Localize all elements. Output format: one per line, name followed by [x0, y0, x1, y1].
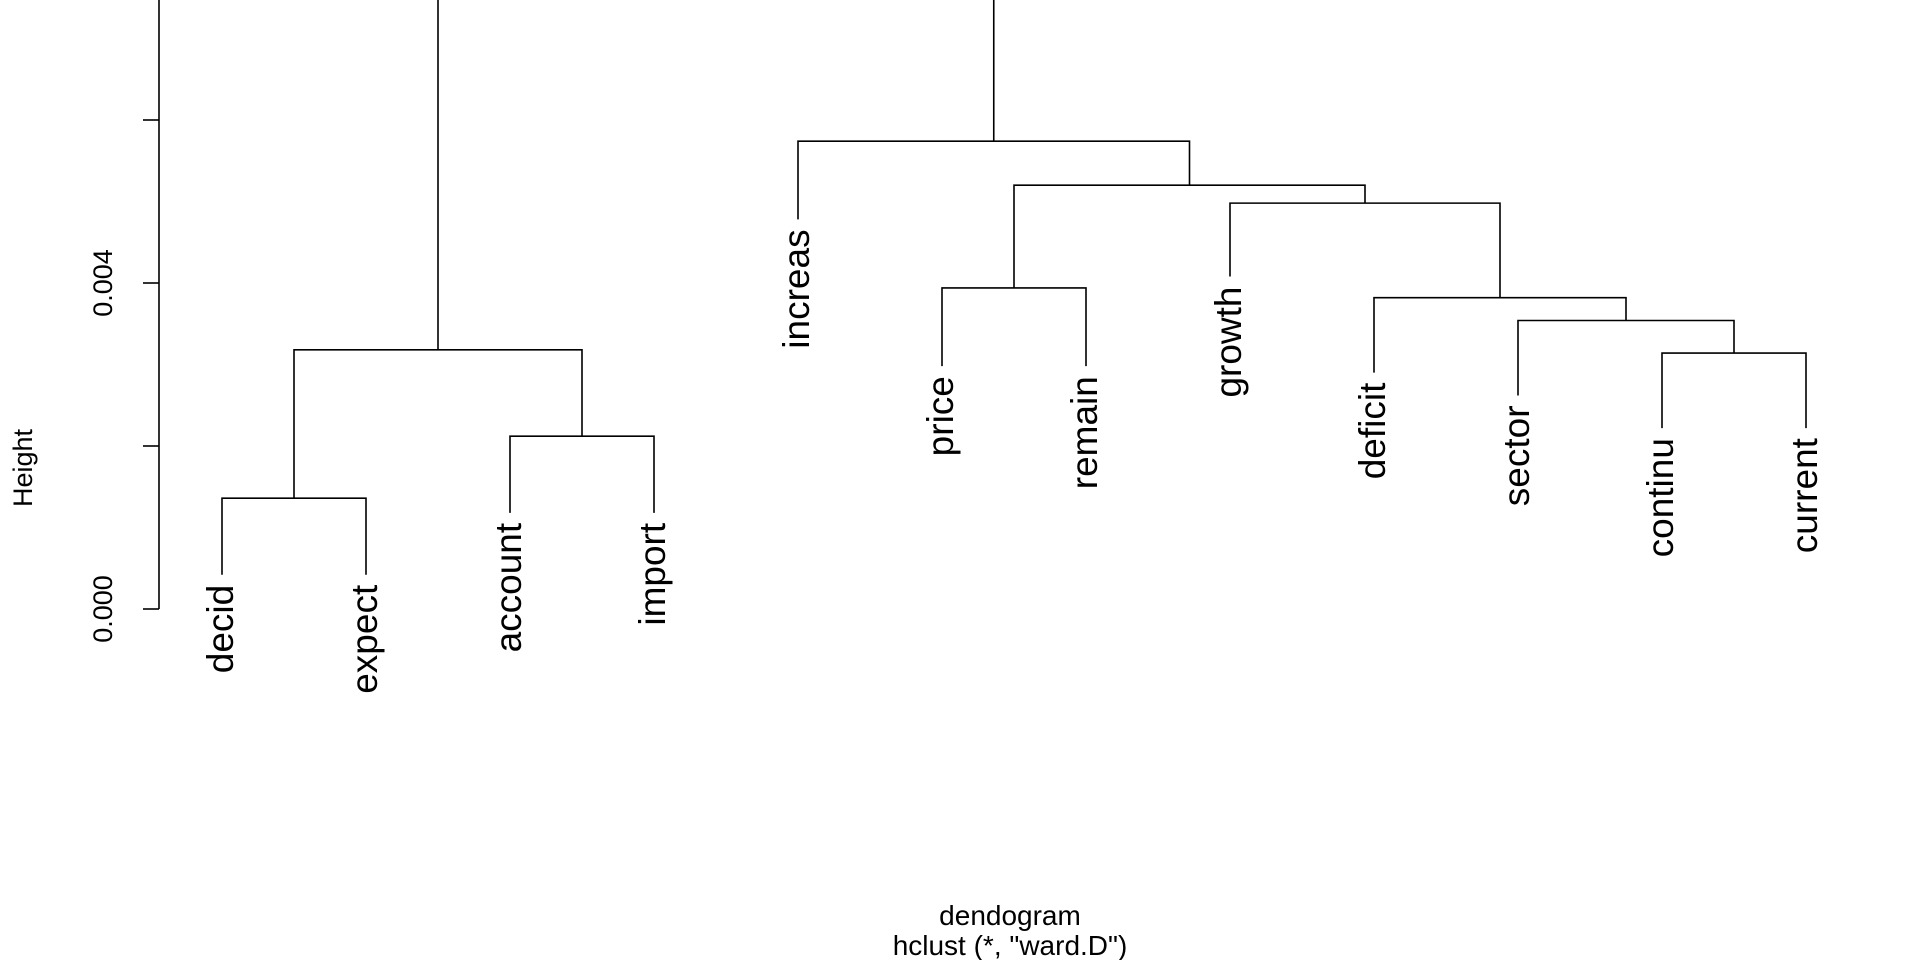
merge-branch [1661, 352, 1807, 429]
leaf-label: import [632, 522, 673, 626]
leaf-label: current [1784, 437, 1825, 553]
y-axis-title: Height [8, 428, 38, 507]
leaf-label: price [920, 376, 961, 456]
leaf-label: deficit [1352, 382, 1393, 479]
leaf-label: growth [1208, 286, 1249, 397]
merge-branch [509, 435, 655, 513]
merge-branch [293, 349, 583, 499]
merge-branch [1517, 319, 1735, 396]
leaf-label: continu [1640, 438, 1681, 557]
leaf-label: remain [1064, 376, 1105, 489]
leaf-labels: decid expect account import increas price rema… [200, 229, 1825, 693]
merge-branch [437, 0, 995, 350]
merge-branch [1229, 202, 1501, 298]
dendrogram-branches [221, 0, 1807, 575]
y-tick-label: 0.004 [88, 249, 118, 317]
merge-branch [1013, 184, 1366, 288]
leaf-label: account [488, 522, 529, 652]
leaf-label: sector [1496, 405, 1537, 506]
merge-branch [221, 497, 367, 575]
chart-subtitle: hclust (*, "ward.D") [893, 930, 1128, 960]
y-tick-label: 0.000 [88, 575, 118, 643]
merge-branch [1373, 296, 1627, 373]
x-axis-title: dendogram [939, 900, 1081, 931]
leaf-label: expect [344, 584, 385, 694]
merge-branch [941, 287, 1087, 367]
leaf-label: increas [776, 229, 817, 348]
leaf-label: decid [200, 585, 241, 673]
merge-branch [797, 140, 1191, 220]
